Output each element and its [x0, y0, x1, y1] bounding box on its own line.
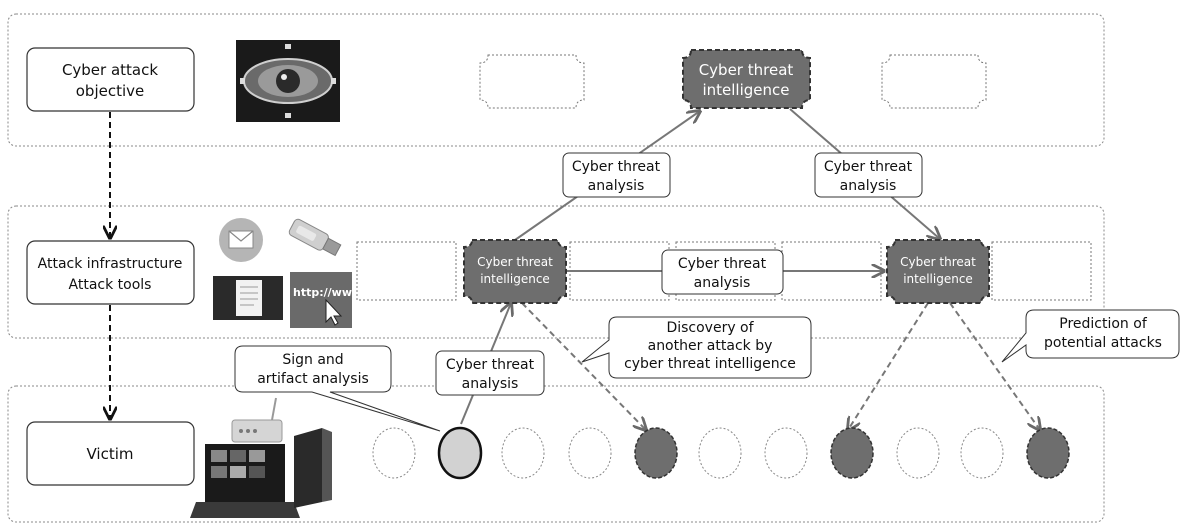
- intelligence-node-top: Cyber threat intelligence: [682, 49, 811, 109]
- victim-node-highlighted: [437, 426, 483, 480]
- usb-drive-icon: [288, 218, 342, 257]
- victim-node-7: [764, 427, 808, 479]
- callout-prediction: Prediction of potential attacks: [1001, 309, 1180, 363]
- analysis-lower-line1: Cyber threat: [446, 357, 535, 373]
- analysis-label-right: Cyber threat analysis: [814, 152, 923, 198]
- layer-label-objective: Cyber attack objective: [26, 47, 195, 112]
- intel-mid-right-line2: intelligence: [903, 272, 973, 286]
- placeholder-box-mid-5: [991, 241, 1092, 301]
- analysis-right-line2: analysis: [840, 178, 897, 194]
- intel-mid-left-line2: intelligence: [480, 272, 550, 286]
- layer-panel-objective: [7, 13, 1105, 147]
- analysis-center-line1: Cyber threat: [678, 256, 767, 272]
- analysis-lower-line2: analysis: [462, 376, 519, 392]
- victim-node-detected-3: [1026, 427, 1070, 479]
- victim-node-4: [568, 427, 612, 479]
- document-window-icon: [213, 276, 283, 320]
- intelligence-node-mid-left: Cyber threat intelligence: [463, 239, 567, 304]
- callout-sign-artifact: Sign and artifact analysis: [234, 345, 441, 432]
- pc-tower-icon: [294, 428, 332, 508]
- objective-label-line1: Cyber attack: [62, 61, 158, 79]
- victim-node-detected-2: [830, 427, 874, 479]
- analysis-right-line1: Cyber threat: [824, 159, 913, 175]
- dashed-arrow-mid-right-to-victim-a: [848, 302, 929, 430]
- layer-label-infrastructure: Attack infrastructure Attack tools: [26, 240, 195, 305]
- intel-top-line2: intelligence: [702, 81, 789, 99]
- placeholder-box-top-left: [479, 54, 585, 109]
- layer-panel-infrastructure: [7, 205, 1105, 339]
- url-pointer-icon: http://www: [290, 272, 362, 328]
- analysis-label-center: Cyber threat analysis: [661, 249, 784, 295]
- analysis-left-line2: analysis: [588, 178, 645, 194]
- placeholder-box-mid-1: [356, 241, 457, 301]
- laptop-icon: [190, 444, 300, 518]
- intel-mid-left-line1: Cyber threat: [477, 255, 553, 269]
- analysis-left-line1: Cyber threat: [572, 159, 661, 175]
- analysis-center-line2: analysis: [694, 275, 751, 291]
- eye-icon: [236, 40, 340, 122]
- victim-node-9: [896, 427, 940, 479]
- callout-discovery-line1: Discovery of: [666, 320, 754, 336]
- intelligence-node-mid-right: Cyber threat intelligence: [886, 239, 990, 304]
- callout-prediction-line2: potential attacks: [1044, 335, 1162, 351]
- intel-top-line1: Cyber threat: [699, 61, 794, 79]
- dashed-arrow-mid-right-to-victim-b: [949, 302, 1040, 430]
- callout-discovery-line2: another attack by: [648, 338, 773, 354]
- layer-panel-victim: [7, 385, 1105, 523]
- callout-discovery: Discovery of another attack by cyber thr…: [581, 316, 812, 379]
- email-icon: [219, 218, 263, 262]
- layer-label-victim: Victim: [26, 421, 195, 486]
- router-icon: [231, 397, 283, 443]
- victim-node-detected-1: [634, 427, 678, 479]
- objective-label-line2: objective: [76, 82, 145, 100]
- callout-discovery-line3: cyber threat intelligence: [624, 356, 796, 372]
- infrastructure-label-line1: Attack infrastructure: [38, 256, 183, 272]
- victim-node-1: [372, 427, 416, 479]
- placeholder-box-top-right: [881, 54, 987, 109]
- callout-prediction-line1: Prediction of: [1059, 316, 1148, 332]
- svg-text:http://www: http://www: [293, 286, 362, 299]
- victim-node-6: [698, 427, 742, 479]
- intel-mid-right-line1: Cyber threat: [900, 255, 976, 269]
- analysis-label-lower: Cyber threat analysis: [435, 350, 545, 396]
- callout-sign-line2: artifact analysis: [257, 371, 369, 387]
- callout-sign-line1: Sign and: [282, 352, 343, 368]
- victim-label: Victim: [86, 445, 133, 463]
- infrastructure-label-line2: Attack tools: [69, 277, 152, 293]
- victim-node-10: [960, 427, 1004, 479]
- analysis-label-left: Cyber threat analysis: [562, 152, 671, 198]
- victim-node-3: [501, 427, 545, 479]
